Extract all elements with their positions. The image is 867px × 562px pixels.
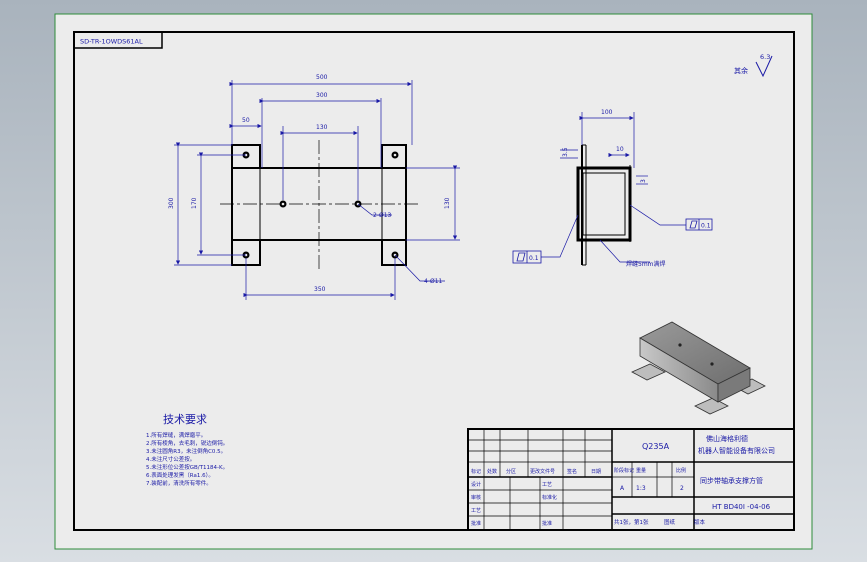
col-label: 分区: [506, 468, 516, 475]
tech-note: 5.未注形位公差按GB/T1184-K。: [146, 463, 228, 471]
flatness-value: 0.1: [701, 223, 711, 230]
role-label: 批准: [542, 520, 552, 527]
title-block[interactable]: [467, 428, 795, 531]
dim-corner-holes: 4-Ø11: [424, 278, 443, 285]
corner-code-text: SD-TR-1OWDS61AL: [80, 38, 143, 46]
weld-note: 焊缝5mm满焊: [626, 260, 666, 268]
sheet-count: 2: [680, 485, 684, 492]
role-label: 批准: [471, 520, 481, 527]
scale-value: 1:3: [636, 485, 646, 492]
stage-label: 重量: [636, 467, 646, 474]
footer-label: 图纸: [664, 518, 676, 526]
drawing-sheet[interactable]: [54, 13, 813, 550]
surface-finish-symbol-icon: [755, 55, 773, 78]
dim-overall-length: 500: [316, 74, 328, 81]
flatness-value: 0.1: [529, 255, 539, 262]
col-label: 签名: [567, 468, 577, 475]
dim-inner-height: 170: [191, 197, 198, 209]
dim-outer-height: 300: [168, 197, 175, 209]
stage-label: 比例: [676, 467, 686, 474]
role-label: 工艺: [542, 482, 552, 488]
corner-code-box: [73, 31, 163, 49]
tech-note: 1.所有焊缝，满焊磨平。: [146, 431, 206, 439]
part-name: 同步带轴承支撑方管: [700, 476, 763, 485]
dim-side-width: 100: [601, 109, 613, 116]
tech-requirements-title: 技术要求: [163, 413, 207, 426]
front-view-dimensions: [174, 80, 460, 300]
isometric-view[interactable]: [631, 321, 766, 415]
role-label: 审核: [471, 494, 481, 501]
sheets-label: 共1张，第1张: [614, 518, 649, 526]
col-label: 标记: [471, 468, 481, 475]
flatness-callout-left: 0.1: [512, 250, 542, 264]
stage-label: 阶段标记: [614, 467, 634, 474]
tech-note: 2.所有棱角，去毛刺，锐边倒钝。: [146, 439, 228, 447]
flatness-callout-right: 0.1: [685, 218, 713, 231]
tech-note: 4.未注尺寸公差按。: [146, 455, 195, 463]
col-label: 处数: [487, 468, 497, 475]
role-label: 工艺: [471, 508, 481, 514]
tech-note: 7.装配前，清洗所有零件。: [146, 479, 212, 487]
company-line-2: 机器人智能设备有限公司: [698, 446, 775, 455]
drawing-number: HT BD40I -04-06: [712, 503, 771, 511]
stage-mark: A: [620, 485, 625, 492]
surface-finish-note: 其余: [734, 66, 748, 75]
side-view[interactable]: [576, 144, 632, 266]
dim-right-height: 130: [444, 197, 451, 209]
std-label: 标准化: [542, 494, 557, 501]
material-text: Q235A: [642, 442, 670, 451]
dim-bottom-length: 350: [314, 286, 326, 293]
flatness-icon: [516, 252, 526, 262]
footer-label: 版本: [694, 518, 706, 526]
dim-center-holes: 2-Ø13: [373, 212, 392, 219]
company-line-1: 佛山海格利德: [706, 434, 748, 443]
tech-note: 3.未注圆角R3，未注倒角C0.5。: [146, 447, 226, 455]
dim-side-10: 10: [616, 146, 624, 153]
dim-side-3: 3: [640, 179, 647, 183]
dim-flange-width: 50: [242, 117, 250, 124]
dim-inner-length: 300: [316, 92, 328, 99]
tech-note: 6.表面处理发黑（Ra1.6）。: [146, 471, 214, 479]
flatness-icon: [689, 220, 698, 229]
role-label: 设计: [471, 481, 481, 488]
drawing-frame: [73, 31, 795, 531]
dim-side-35: 3.5: [562, 147, 569, 157]
dim-hole-spacing: 130: [316, 124, 328, 131]
surface-finish-value: 6.3: [760, 53, 770, 61]
side-view-dimensions: [541, 112, 686, 263]
col-label: 更改文件号: [530, 468, 555, 475]
tech-notes: 1.所有焊缝，满焊磨平。 2.所有棱角，去毛刺，锐边倒钝。 3.未注圆角R3，未…: [146, 431, 228, 487]
col-label: 日期: [591, 469, 601, 475]
